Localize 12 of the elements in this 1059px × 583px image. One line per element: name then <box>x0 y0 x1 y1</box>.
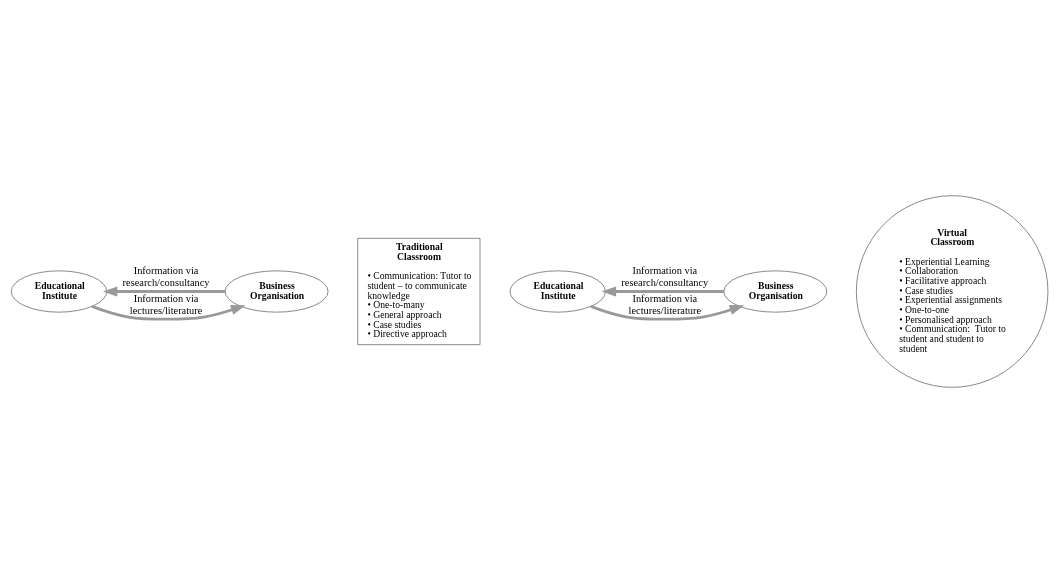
edge-label: Information via research/consultancy <box>621 265 709 288</box>
edge-label: Information via lectures/literature <box>628 292 702 316</box>
arrow <box>91 305 246 321</box>
node-circle: Virtual Classroom • Experiential Learning • Collaboration • Facilitative approach • Case studies • Experiential assignments • One-to-one • Personalised approach • Communication: Tutor to student and student to student <box>856 195 1049 388</box>
arrow <box>601 286 724 297</box>
node-box: Traditional Classroom • Communication: Tutor to student – to communicate knowledge • One-to-many • General approach • Case studies • Directive approach <box>357 237 481 346</box>
node-ellipse: Educational Institute <box>10 270 108 313</box>
edge-label: Information via lectures/literature <box>129 292 203 316</box>
arrow <box>590 305 745 321</box>
edge-label: Information via research/consultancy <box>122 265 210 288</box>
node-ellipse: Educational Institute <box>509 270 606 313</box>
arrow <box>102 286 226 297</box>
